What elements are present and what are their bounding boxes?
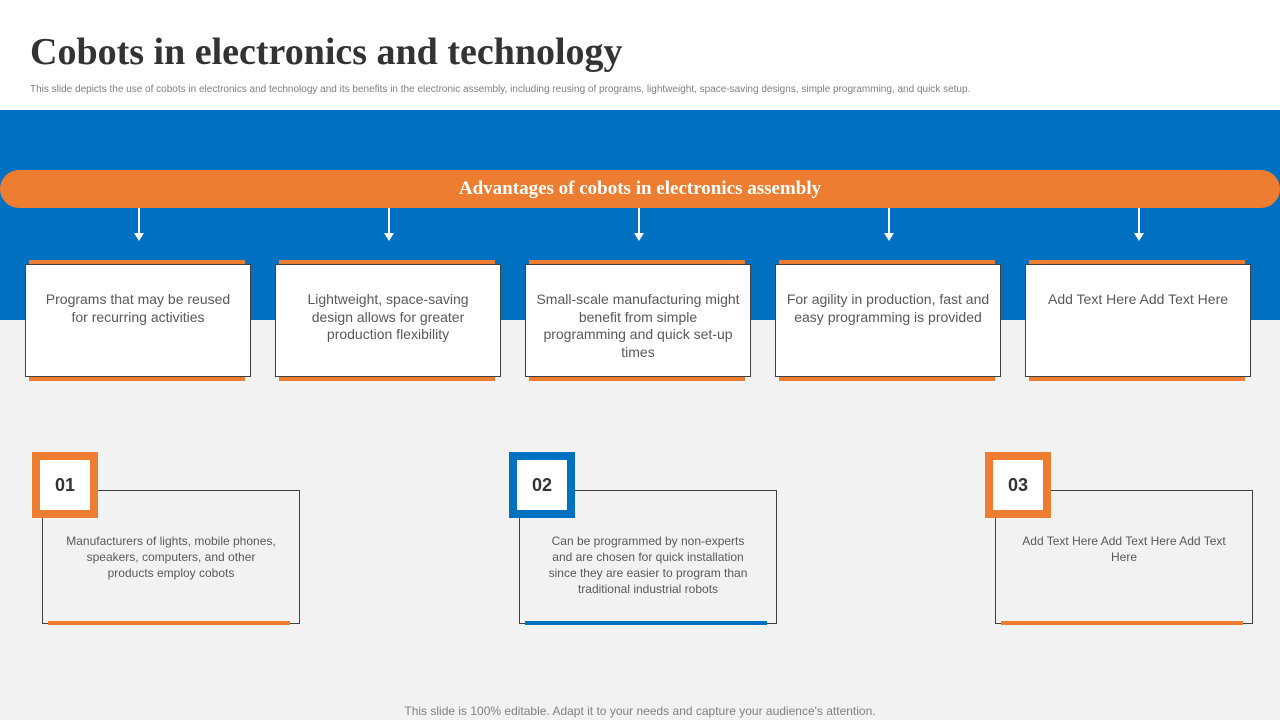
numbered-card-1: Manufacturers of lights, mobile phones, … — [32, 452, 302, 632]
number-badge: 03 — [985, 452, 1051, 518]
card-accent-bar — [279, 377, 495, 381]
card-accent-bar — [529, 377, 745, 381]
banner-title: Advantages of cobots in electronics asse… — [458, 178, 822, 199]
advantage-card-2: Lightweight, space-saving design allows … — [275, 260, 501, 382]
advantage-card-1: Programs that may be reused for recurrin… — [25, 260, 251, 382]
card-underline — [1001, 621, 1243, 625]
numbered-card-3: Add Text Here Add Text Here Add Text Her… — [985, 452, 1255, 632]
advantage-card-4: For agility in production, fast and easy… — [775, 260, 1001, 382]
number-badge: 01 — [32, 452, 98, 518]
advantage-text: Lightweight, space-saving design allows … — [275, 264, 501, 377]
numbered-card-text: Can be programmed by non-experts and are… — [519, 490, 777, 624]
card-accent-bar — [529, 260, 745, 264]
card-accent-bar — [29, 377, 245, 381]
arrow-down-icon — [384, 208, 394, 242]
arrow-down-icon — [884, 208, 894, 242]
arrow-down-icon — [134, 208, 144, 242]
card-underline — [525, 621, 767, 625]
card-accent-bar — [29, 260, 245, 264]
card-accent-bar — [1029, 260, 1245, 264]
advantage-card-3: Small-scale manufacturing might benefit … — [525, 260, 751, 382]
arrow-down-icon — [1134, 208, 1144, 242]
card-accent-bar — [779, 377, 995, 381]
numbered-card-text: Manufacturers of lights, mobile phones, … — [42, 490, 300, 624]
advantage-text: For agility in production, fast and easy… — [775, 264, 1001, 377]
header: Cobots in electronics and technology Thi… — [0, 0, 1280, 110]
page-title: Cobots in electronics and technology — [30, 31, 623, 73]
card-accent-bar — [279, 260, 495, 264]
advantage-text: Programs that may be reused for recurrin… — [25, 264, 251, 377]
advantages-banner: Advantages of cobots in electronics asse… — [0, 170, 1280, 208]
card-accent-bar — [1029, 377, 1245, 381]
arrow-down-icon — [634, 208, 644, 242]
numbered-card-2: Can be programmed by non-experts and are… — [509, 452, 779, 632]
number-badge: 02 — [509, 452, 575, 518]
advantage-text: Small-scale manufacturing might benefit … — [525, 264, 751, 377]
footer-note: This slide is 100% editable. Adapt it to… — [404, 704, 876, 718]
card-underline — [48, 621, 290, 625]
advantage-card-5: Add Text Here Add Text Here — [1025, 260, 1251, 382]
advantage-text: Add Text Here Add Text Here — [1025, 264, 1251, 377]
card-accent-bar — [779, 260, 995, 264]
page-subtitle: This slide depicts the use of cobots in … — [30, 84, 971, 95]
